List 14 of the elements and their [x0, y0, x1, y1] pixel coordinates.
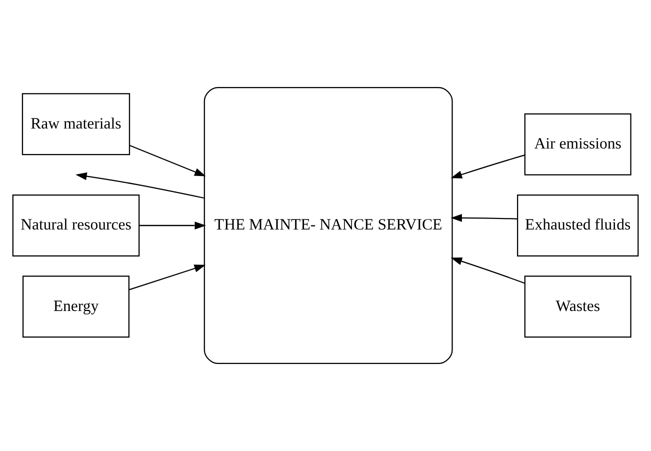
node-box: THE MAINTE- NANCE SERVICE [204, 86, 453, 364]
node-box: Raw materials [22, 93, 130, 156]
arrow [76, 172, 204, 199]
arrow [129, 264, 206, 290]
node-box: Energy [22, 276, 130, 338]
node-box: Wastes [524, 276, 632, 338]
node-box: Exhausted fluids [517, 194, 639, 256]
node-box: Air emissions [524, 113, 632, 176]
arrow [129, 144, 206, 176]
arrow [450, 214, 518, 222]
node-box: Natural resources [12, 194, 140, 256]
arrow [450, 257, 526, 284]
arrow [139, 222, 206, 230]
arrow [450, 154, 525, 178]
